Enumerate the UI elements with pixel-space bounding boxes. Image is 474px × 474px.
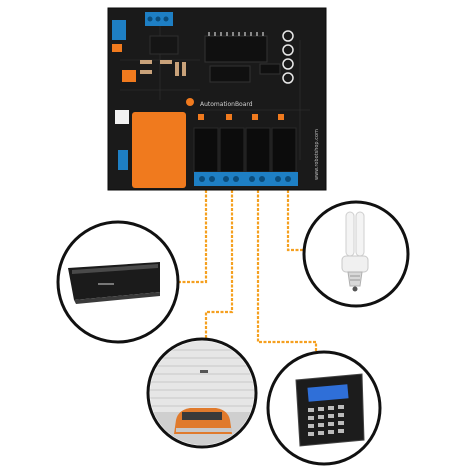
- device-alarm-keypad: [266, 350, 382, 466]
- board-icon-4: [282, 72, 294, 84]
- relays: [193, 127, 297, 173]
- board-icon-3: [282, 58, 294, 70]
- device-air-conditioner: [56, 220, 180, 344]
- device-garage-door: [146, 337, 258, 449]
- wire-garage: [204, 190, 234, 348]
- ic-chip: [204, 35, 268, 63]
- wire-ac: [178, 190, 208, 284]
- alarm-keypad-icon: [295, 373, 365, 447]
- garage-door-icon: [150, 341, 254, 445]
- light-bulb-icon: [341, 211, 369, 292]
- terminal-block-left: [112, 20, 126, 40]
- terminal-strip-bottom: [194, 172, 298, 186]
- device-light-bulb: [302, 200, 410, 308]
- wires: [178, 190, 318, 362]
- wire-bulb: [286, 190, 306, 252]
- circuit-board: AutomationBoard www.robotshop.com: [107, 7, 327, 191]
- board-side-text: www.robotshop.com: [314, 129, 320, 180]
- board-label: AutomationBoard: [200, 101, 253, 108]
- orange-relay-module: [132, 112, 186, 188]
- board-icon-2: [282, 44, 294, 56]
- wire-alarm: [256, 190, 318, 362]
- board-icon-1: [282, 30, 294, 42]
